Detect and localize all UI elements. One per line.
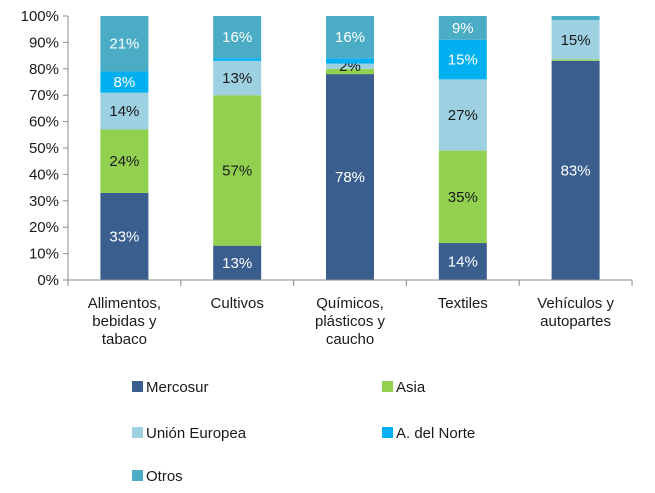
bar-segment-mercosur [438,243,487,280]
bar-segment-a-del-norte [438,39,487,80]
bar-segment-uni-n-europea [326,63,374,69]
bar-segment-mercosur [551,60,600,280]
bar-segment-mercosur [326,74,374,280]
data-label: 24% [109,153,139,170]
y-tick-label: 0% [37,272,59,289]
y-tick-label: 30% [29,193,59,210]
bar-segment-mercosur [100,192,149,280]
legend-label: Asia [396,379,426,396]
data-label: 57% [222,162,252,179]
data-label: 16% [222,29,252,46]
bar-segment-uni-n-europea [213,60,262,96]
x-category-label: Cultivos [211,295,264,312]
legend-label: Mercosur [146,379,209,396]
y-tick-label: 70% [29,87,59,104]
bar-segment-asia [551,59,600,61]
bar-segment-a-del-norte [326,58,374,64]
data-label: 27% [448,107,478,124]
bar-segment-uni-n-europea [100,92,149,130]
data-label: 13% [222,70,252,87]
bar-segment-otros [100,16,149,72]
data-label: 78% [335,169,365,186]
data-label: 9% [452,20,474,37]
legend-swatch [382,427,393,438]
data-label: 16% [335,29,365,46]
y-tick-label: 100% [21,8,59,25]
bar-segment-otros [326,16,374,59]
data-label: 83% [561,162,591,179]
bar-segment-otros [551,16,600,20]
bars: 33%24%14%8%21%13%57%13%16%78%2%16%14%35%… [100,16,600,280]
data-label: 8% [114,74,136,91]
data-label: 13% [222,255,252,272]
data-label: 35% [448,189,478,206]
data-label: 21% [109,36,139,53]
bar-segment-uni-n-europea [551,19,600,60]
legend-label: Unión Europea [146,425,247,442]
legend-swatch [132,427,143,438]
y-tick-label: 80% [29,61,59,78]
y-tick-label: 50% [29,140,59,157]
legend-swatch [132,470,143,481]
y-tick-label: 20% [29,219,59,236]
data-label: 15% [448,52,478,69]
bar-segment-mercosur [213,245,262,280]
y-tick-label: 60% [29,114,59,131]
y-axis: 0% 10% 20% 30% 40% 50% 60% 70% 80% 90% 100% [21,8,69,289]
legend-label: A. del Norte [396,425,475,442]
data-label: 33% [109,228,139,245]
bar-segment-a-del-norte [100,71,149,93]
y-tick-label: 10% [29,246,59,263]
bar-segment-asia [326,68,374,75]
legend-swatch [382,381,393,392]
bar-segment-asia [100,129,149,193]
bar-segment-uni-n-europea [438,79,487,151]
bar-segment-asia [438,150,487,244]
data-label: 14% [109,103,139,120]
bar-segment-asia [213,95,262,246]
y-tick-label: 40% [29,166,59,183]
x-category-label: Textiles [438,295,488,312]
bar-segment-a-del-norte [213,58,262,61]
bar-segment-otros [213,16,262,59]
legend-label: Otros [146,468,183,485]
bar-segment-otros [438,16,487,40]
legend-swatch [132,381,143,392]
data-label: 15% [561,32,591,49]
y-tick-label: 90% [29,34,59,51]
data-label: 14% [448,254,478,271]
